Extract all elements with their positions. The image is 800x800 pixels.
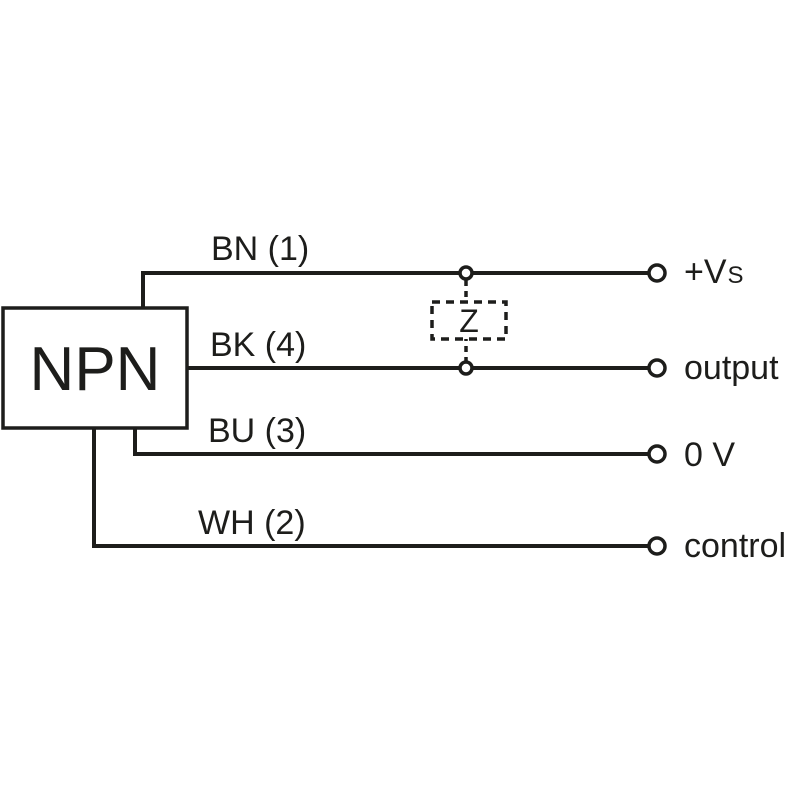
terminal-circle-output [647,358,667,378]
device-label: NPN [30,335,161,404]
impedance-label: Z [459,303,479,339]
terminal-label-control: control [684,527,786,565]
wire-label-bn: BN (1) [211,230,309,268]
wire-bn [141,271,649,310]
terminal-circle-vs [647,263,667,283]
impedance-box [430,300,508,341]
device-box [1,306,189,430]
terminal-label-output: output [684,349,779,387]
terminal-label-vs: +VS [684,253,744,291]
wire-label-bk: BK (4) [210,326,306,364]
node-circle-vs [458,265,474,281]
terminal-circle-control [647,536,667,556]
wire-bu [133,426,649,456]
wire-label-bu: BU (3) [208,412,306,450]
wire-label-wh: WH (2) [198,504,306,542]
terminal-label-0v: 0 V [684,436,735,474]
terminal-circle-0v [647,444,667,464]
node-circle-output [458,360,474,376]
wire-wh [92,426,649,548]
